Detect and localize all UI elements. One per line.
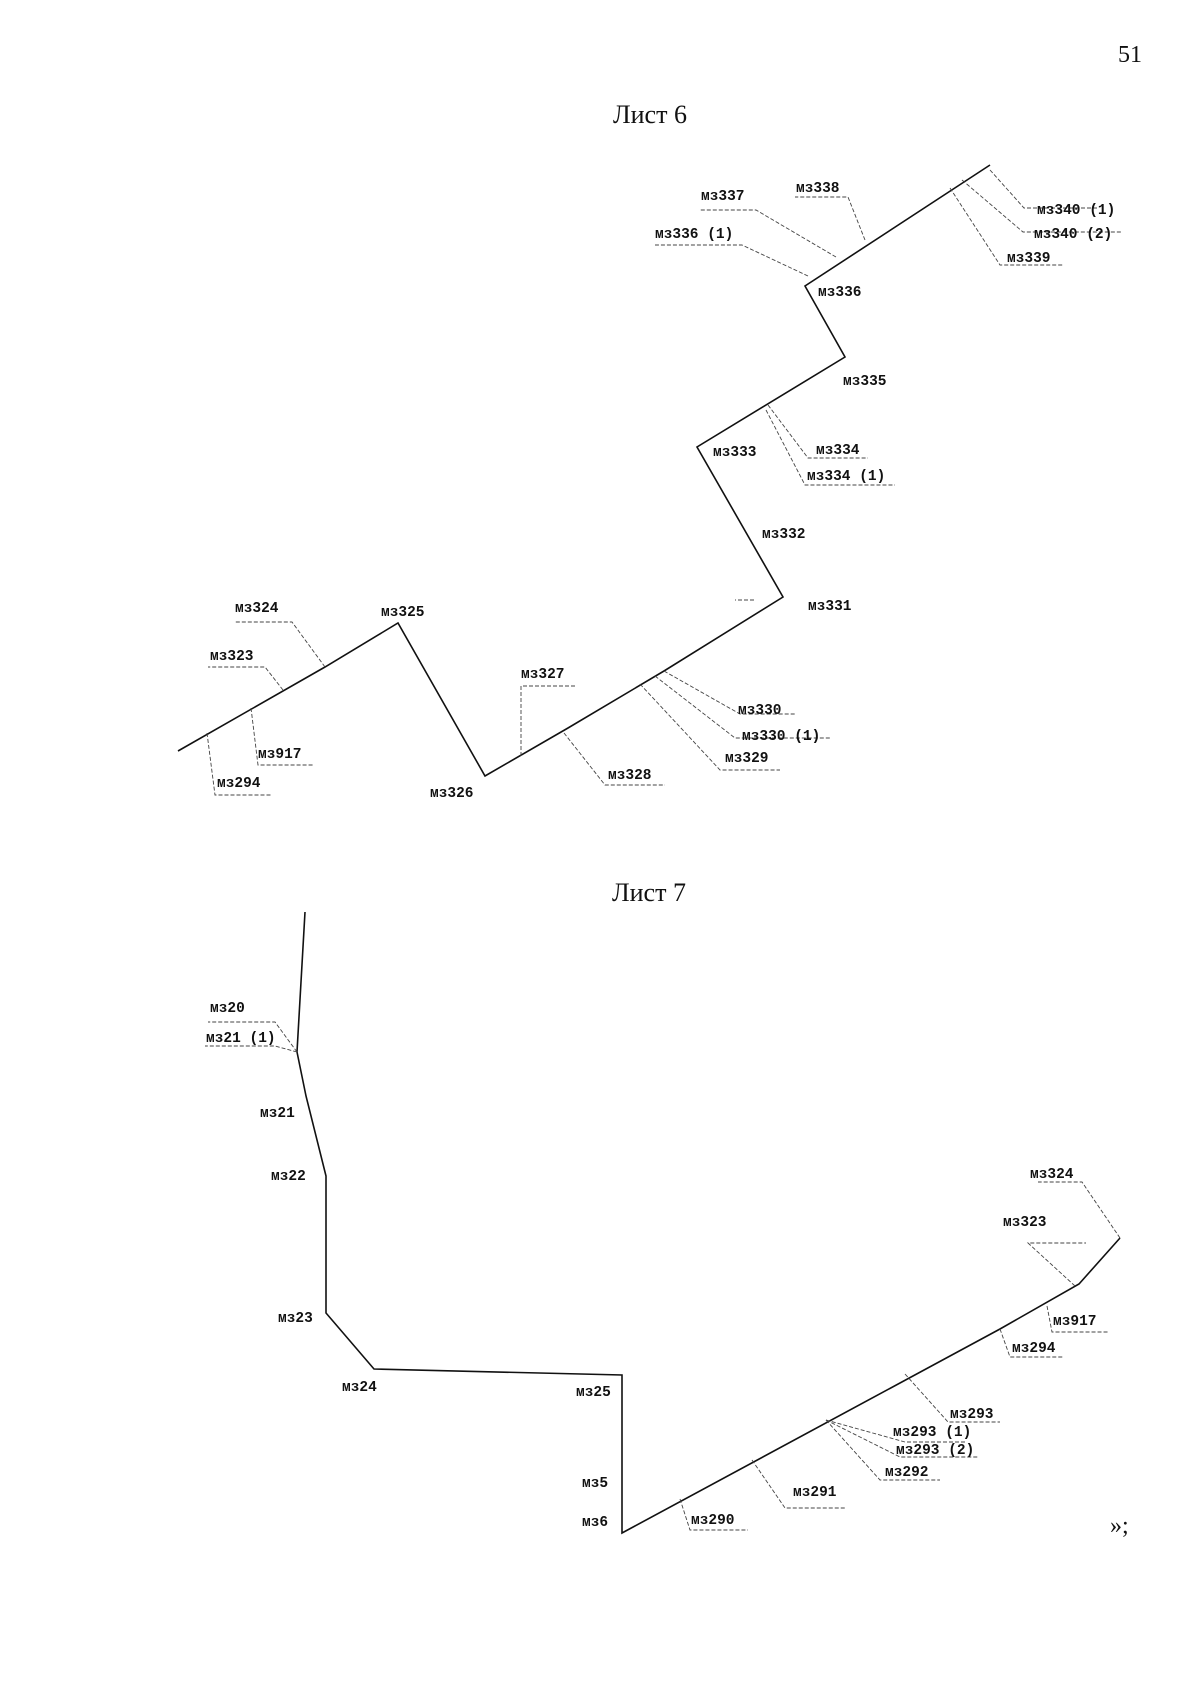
label-mz331: мз331	[808, 599, 852, 615]
label-mz324: мз324	[1030, 1167, 1074, 1183]
label-mz336: мз336	[818, 285, 862, 301]
label-mz334: мз334	[816, 443, 860, 459]
label-mz6: мз6	[582, 1515, 608, 1531]
label-mz293-2: мз293 (2)	[896, 1443, 974, 1459]
label-mz330: мз330	[738, 703, 782, 719]
label-mz340-1: мз340 (1)	[1037, 203, 1115, 219]
label-mz21: мз21	[260, 1106, 295, 1122]
sheet-6-diagram: мз340 (1) мз340 (2) мз339 мз338 мз337 мз…	[177, 164, 1122, 802]
sheet-6-leaders	[206, 169, 1122, 796]
label-mz329: мз329	[725, 751, 769, 767]
label-mz325: мз325	[381, 605, 425, 621]
label-mz917: мз917	[258, 747, 302, 763]
label-mz326: мз326	[430, 786, 474, 802]
label-mz340-2: мз340 (2)	[1034, 227, 1112, 243]
label-mz330-1: мз330 (1)	[742, 729, 820, 745]
sheet-7-diagram: мз20 мз21 (1) мз21 мз22 мз23 мз24 мз25 м…	[205, 911, 1121, 1535]
sheet-7-title: Лист 7	[612, 878, 686, 907]
label-mz328: мз328	[608, 768, 652, 784]
label-mz335: мз335	[843, 374, 887, 390]
page-number: 51	[1118, 42, 1142, 68]
label-mz332: мз332	[762, 527, 806, 543]
label-mz327: мз327	[521, 667, 565, 683]
label-mz293-1: мз293 (1)	[893, 1425, 971, 1441]
label-mz291: мз291	[793, 1485, 837, 1501]
label-mz917: мз917	[1053, 1314, 1097, 1330]
label-mz324: мз324	[235, 601, 279, 617]
label-mz20: мз20	[210, 1001, 245, 1017]
sheet-7-leaders	[205, 1021, 1121, 1531]
label-mz294: мз294	[1012, 1341, 1056, 1357]
label-mz333: мз333	[713, 445, 757, 461]
label-mz334-1: мз334 (1)	[807, 469, 885, 485]
label-mz323: мз323	[210, 649, 254, 665]
label-mz21-1: мз21 (1)	[206, 1031, 276, 1047]
sheet-6-title: Лист 6	[613, 100, 687, 129]
label-mz290: мз290	[691, 1513, 735, 1529]
sheet-7-route-line	[296, 911, 1121, 1535]
label-mz22: мз22	[271, 1169, 306, 1185]
label-mz336-1: мз336 (1)	[655, 227, 733, 243]
label-mz24: мз24	[342, 1380, 377, 1396]
label-mz293: мз293	[950, 1407, 994, 1423]
label-mz294: мз294	[217, 776, 261, 792]
label-mz339: мз339	[1007, 251, 1051, 267]
label-mz25: мз25	[576, 1385, 611, 1401]
label-mz292: мз292	[885, 1465, 929, 1481]
label-mz338: мз338	[796, 181, 840, 197]
label-mz323: мз323	[1003, 1215, 1047, 1231]
label-mz23: мз23	[278, 1311, 313, 1327]
label-mz337: мз337	[701, 189, 745, 205]
label-mz5: мз5	[582, 1476, 608, 1492]
closing-quote-mark: »;	[1110, 1513, 1129, 1539]
